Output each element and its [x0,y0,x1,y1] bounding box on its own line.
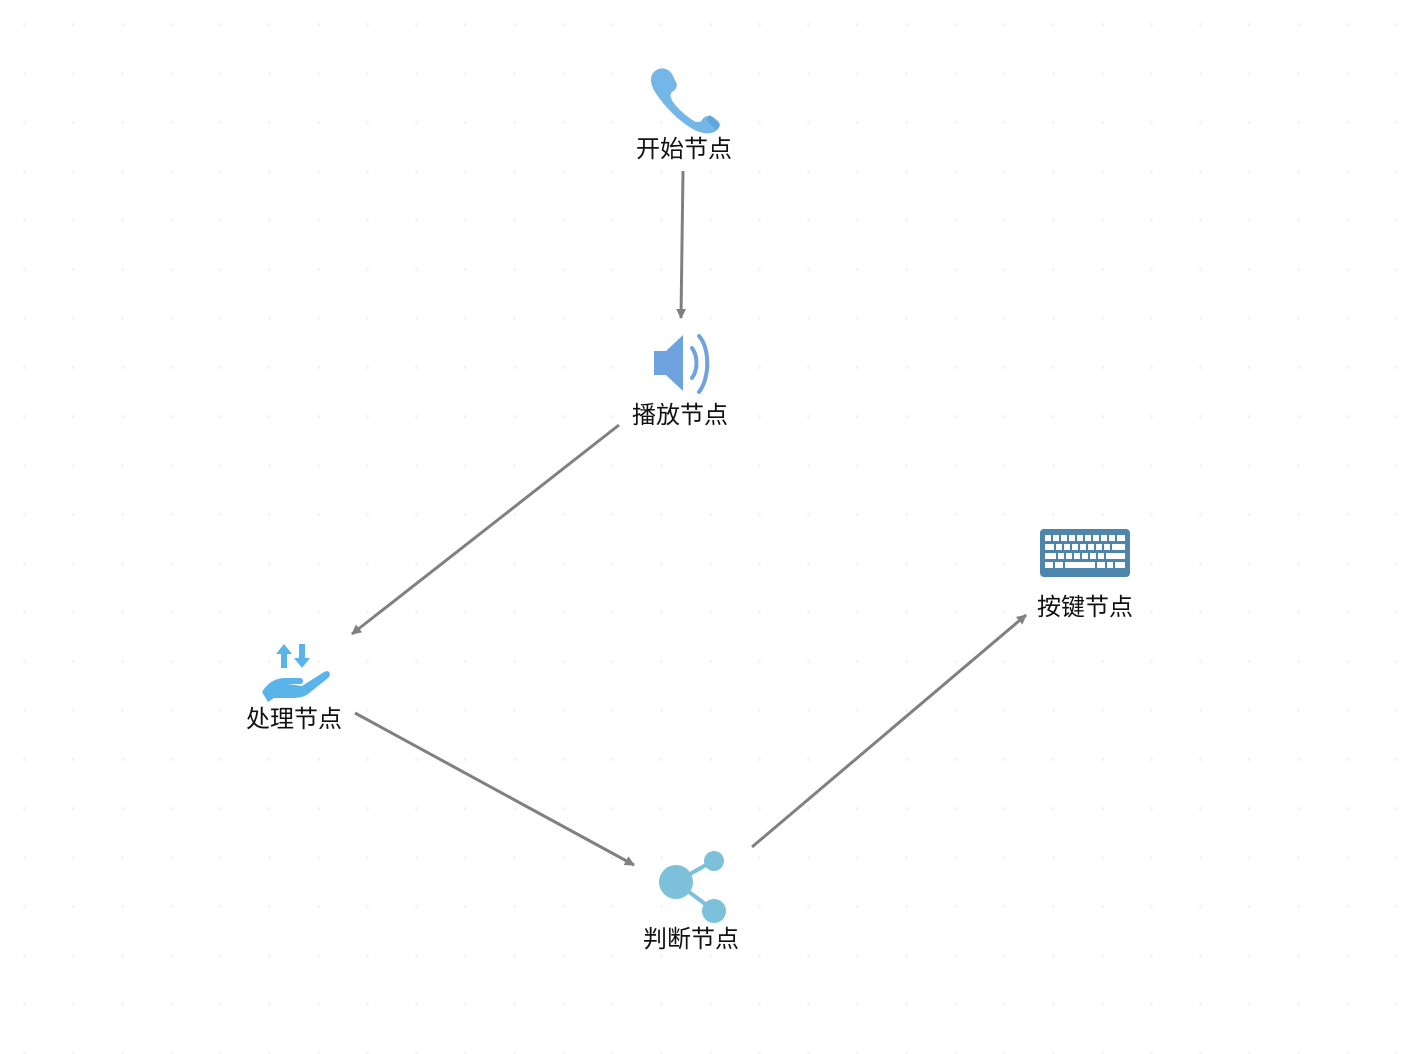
speaker-icon [654,334,710,394]
node-key-label: 按键节点 [1037,593,1133,621]
node-play[interactable]: 播放节点 [600,326,760,430]
edge-play-to-process[interactable] [351,423,620,636]
node-decision-label: 判断节点 [643,925,739,953]
node-start[interactable]: 开始节点 [604,64,764,164]
edge-start-to-play[interactable] [676,170,687,319]
node-process[interactable]: 处理节点 [214,640,374,734]
node-decision[interactable]: 判断节点 [611,848,771,954]
node-play-label: 播放节点 [632,401,728,429]
hand-transfer-icon [262,644,330,702]
node-process-label: 处理节点 [246,705,342,733]
phone-icon [650,68,720,134]
edge-process-to-decision[interactable] [354,711,635,867]
edge-decision-to-key[interactable] [751,613,1027,849]
keyboard-icon [1040,529,1130,577]
node-start-label: 开始节点 [636,135,732,163]
share-branch-icon [659,851,726,923]
node-key[interactable]: 按键节点 [1005,526,1165,622]
